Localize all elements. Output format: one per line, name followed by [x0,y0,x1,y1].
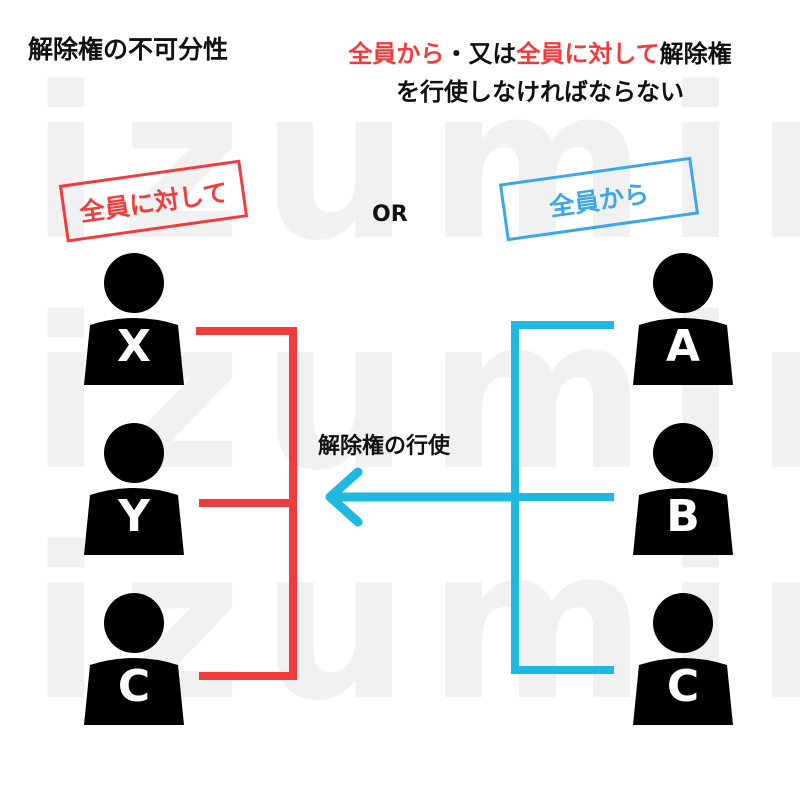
rule-or: ・又は [444,40,517,68]
recipient-bracket [196,327,297,680]
rule-rescission: 解除権 [659,40,732,68]
or-label: OR [372,202,408,227]
person-c-left-label: C [118,661,150,712]
person-b: B [633,423,733,555]
person-c-right-label: C [667,661,699,712]
person-x: X [84,253,184,385]
person-c-left: C [84,593,184,725]
person-b-label: B [666,491,700,542]
person-y-label: Y [117,491,151,542]
person-c-right: C [633,593,733,725]
watermark-row-1: izumin [30,42,800,287]
rule-line-1: 全員から・又は全員に対して解除権 [300,34,780,69]
rule-from-all: 全員から [348,40,445,68]
person-y: Y [84,423,184,555]
rule-line-2: を行使しなければならない [396,78,684,106]
person-x-label: X [117,321,151,372]
page-title: 解除権の不可分性 [28,35,229,64]
person-a: A [633,253,733,385]
exerciser-bracket [511,321,614,674]
person-a-label: A [666,321,700,372]
exercise-arrow [325,467,520,527]
exercise-label: 解除権の行使 [318,434,451,459]
rule-to-all: 全員に対して [516,40,660,68]
